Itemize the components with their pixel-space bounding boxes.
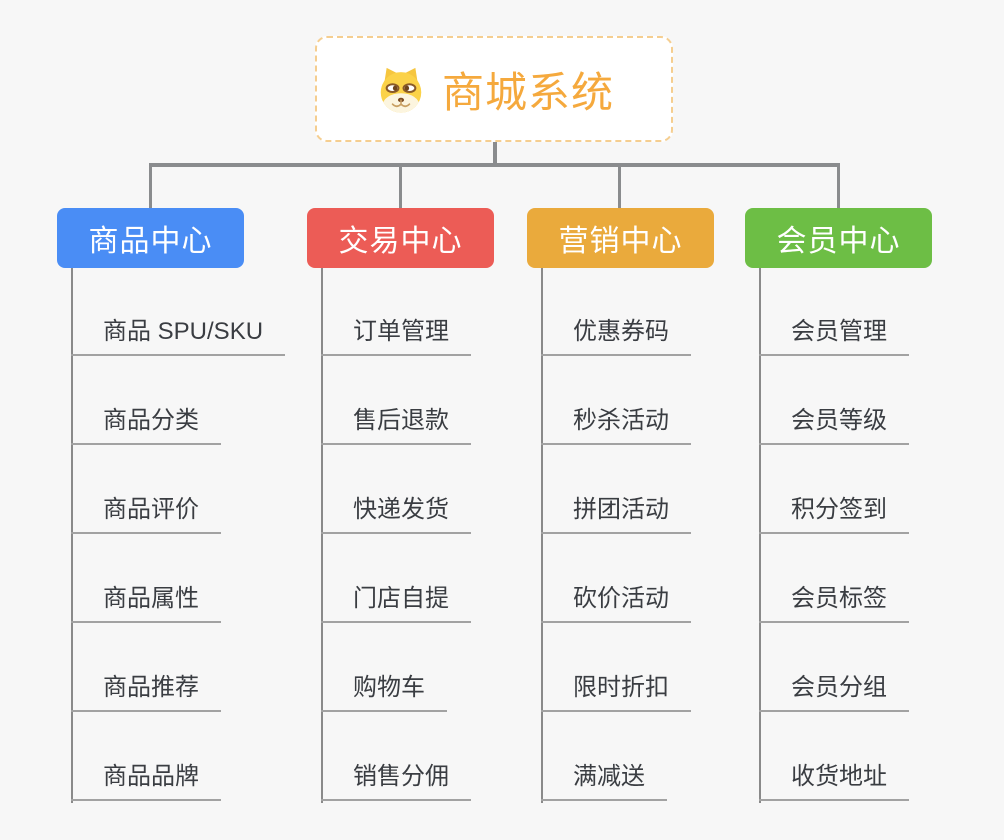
child-item[interactable]: 快递发货 [321,493,471,534]
child-item[interactable]: 门店自提 [321,582,471,623]
branch-node-trade[interactable]: 交易中心 [307,208,494,268]
child-item[interactable]: 购物车 [321,671,447,712]
doge-icon [380,67,422,113]
child-item[interactable]: 商品分类 [71,404,221,445]
child-item[interactable]: 优惠券码 [541,315,691,356]
child-item[interactable]: 商品评价 [71,493,221,534]
child-item[interactable]: 商品品牌 [71,760,221,801]
child-item[interactable]: 砍价活动 [541,582,691,623]
child-item[interactable]: 商品属性 [71,582,221,623]
child-item[interactable]: 拼团活动 [541,493,691,534]
connector-drop-member [837,165,840,208]
child-item[interactable]: 会员管理 [759,315,909,356]
child-item[interactable]: 商品 SPU/SKU [71,315,286,356]
connector-root-drop [493,142,497,166]
branch-node-member[interactable]: 会员中心 [745,208,932,268]
trunk-line-marketing [541,268,543,803]
connector-drop-trade [399,165,402,208]
connector-drop-marketing [618,165,621,208]
branch-node-marketing[interactable]: 营销中心 [527,208,714,268]
root-title: 商城系统 [441,68,614,116]
root-node[interactable]: 商城系统 [315,36,673,142]
child-item[interactable]: 售后退款 [321,404,471,445]
child-item[interactable]: 积分签到 [759,493,909,534]
branch-node-product[interactable]: 商品中心 [57,208,244,268]
child-item[interactable]: 订单管理 [321,315,471,356]
child-item[interactable]: 秒杀活动 [541,404,691,445]
connector-drop-product [149,165,152,208]
child-item[interactable]: 限时折扣 [541,671,691,712]
child-item[interactable]: 收货地址 [759,760,909,801]
child-item[interactable]: 会员分组 [759,671,909,712]
trunk-line-trade [321,268,323,803]
child-item[interactable]: 满减送 [541,760,667,801]
trunk-line-product [71,268,73,803]
child-item[interactable]: 销售分佣 [321,760,471,801]
child-item[interactable]: 会员等级 [759,404,909,445]
child-item[interactable]: 商品推荐 [71,671,221,712]
child-item[interactable]: 会员标签 [759,582,909,623]
connector-bus [149,163,840,167]
trunk-line-member [759,268,761,803]
